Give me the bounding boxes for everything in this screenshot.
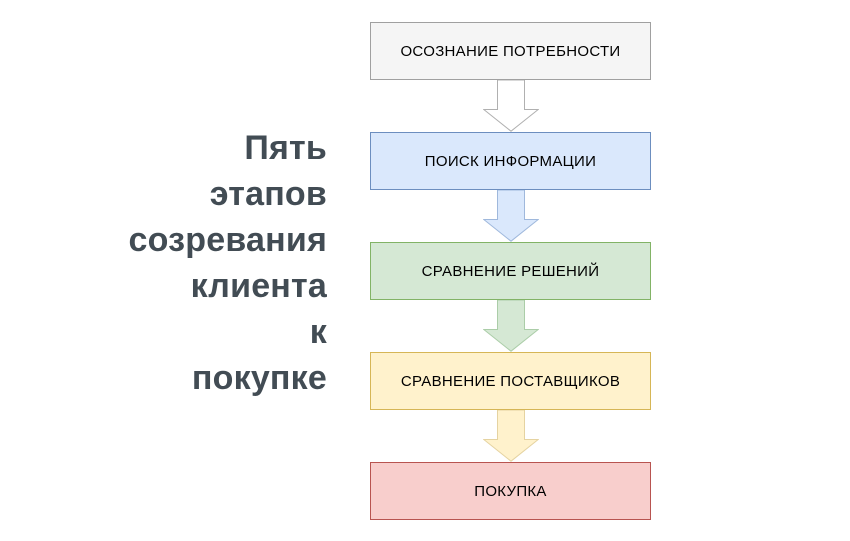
stage-box-need-awareness: ОСОЗНАНИЕ ПОТРЕБНОСТИ bbox=[370, 22, 651, 80]
stage-label: СРАВНЕНИЕ РЕШЕНИЙ bbox=[421, 262, 600, 280]
title-line: покупке bbox=[191, 359, 327, 397]
stage-label: ПОКУПКА bbox=[474, 482, 547, 500]
stage-label: ПОИСК ИНФОРМАЦИИ bbox=[424, 152, 597, 170]
title-line: клиента bbox=[190, 267, 327, 305]
stage-box-solution-comparison: СРАВНЕНИЕ РЕШЕНИЙ bbox=[370, 242, 651, 300]
down-arrow-icon bbox=[370, 300, 651, 352]
diagram-title: Пять этапов созревания клиента к покупке bbox=[0, 125, 327, 401]
stage-box-vendor-comparison: СРАВНЕНИЕ ПОСТАВЩИКОВ bbox=[370, 352, 651, 410]
funnel-flow: ОСОЗНАНИЕ ПОТРЕБНОСТИ ПОИСК ИНФОРМАЦИИ С… bbox=[370, 22, 651, 520]
down-arrow-icon bbox=[370, 80, 651, 132]
title-line: к bbox=[309, 313, 327, 351]
down-arrow-icon bbox=[370, 410, 651, 462]
stage-label: СРАВНЕНИЕ ПОСТАВЩИКОВ bbox=[400, 372, 621, 390]
stage-label: ОСОЗНАНИЕ ПОТРЕБНОСТИ bbox=[400, 42, 621, 60]
title-line: этапов bbox=[209, 175, 327, 213]
title-line: Пять bbox=[244, 129, 327, 167]
stage-box-purchase: ПОКУПКА bbox=[370, 462, 651, 520]
stage-box-information-search: ПОИСК ИНФОРМАЦИИ bbox=[370, 132, 651, 190]
down-arrow-icon bbox=[370, 190, 651, 242]
title-line: созревания bbox=[128, 221, 327, 259]
